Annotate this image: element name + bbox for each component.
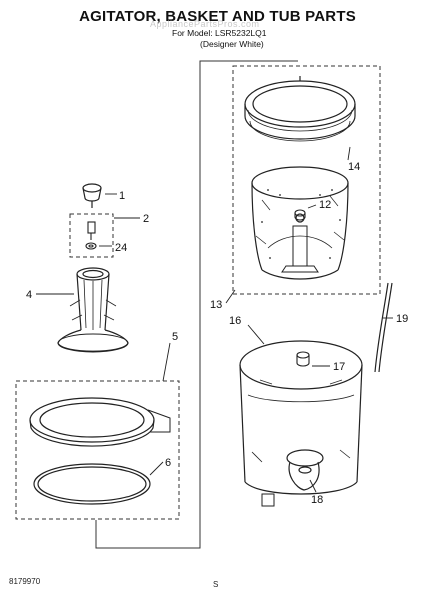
agitator-part	[57, 267, 129, 353]
callout-13: 13	[210, 299, 222, 311]
tub-ring-part	[29, 397, 171, 447]
assembly-connector-line	[95, 60, 298, 549]
callout-5: 5	[172, 331, 178, 343]
page-mark: S	[213, 580, 219, 589]
tub-seal-part	[286, 449, 324, 491]
watermark: AppliancePartsPros.com	[150, 19, 260, 29]
callout-12: 12	[319, 199, 331, 211]
callout-24: 24	[115, 242, 127, 254]
callout-19: 19	[396, 313, 408, 325]
ring-assembly-box	[15, 380, 180, 520]
callout-16: 16	[229, 315, 241, 327]
callout-1: 1	[119, 190, 125, 202]
seal-kit-box	[69, 213, 114, 258]
balance-ring-part	[244, 76, 356, 142]
seal-washer-part	[85, 242, 97, 250]
callout-17: 17	[333, 361, 345, 373]
page-title: AGITATOR, BASKET AND TUB PARTS	[79, 8, 356, 25]
spin-basket-part	[251, 166, 349, 280]
callout-4: 4	[26, 289, 32, 301]
agitator-bolt-part	[87, 221, 96, 240]
variant-line: (Designer White)	[200, 39, 264, 49]
document-number: 8179970	[9, 577, 41, 586]
tub-fitting-part	[296, 351, 310, 367]
leader-lines	[36, 146, 393, 493]
tub-gasket-part	[33, 463, 151, 505]
callout-2: 2	[143, 213, 149, 225]
hose-strap-part	[374, 282, 393, 373]
callout-18: 18	[311, 494, 323, 506]
model-line: For Model: LSR5232LQ1	[172, 28, 267, 38]
callout-14: 14	[348, 161, 360, 173]
basket-assembly-box	[232, 65, 381, 295]
callout-6: 6	[165, 457, 171, 469]
basket-nut-part	[294, 209, 306, 221]
agitator-cap-part	[82, 183, 102, 208]
outer-tub-part	[239, 340, 363, 507]
